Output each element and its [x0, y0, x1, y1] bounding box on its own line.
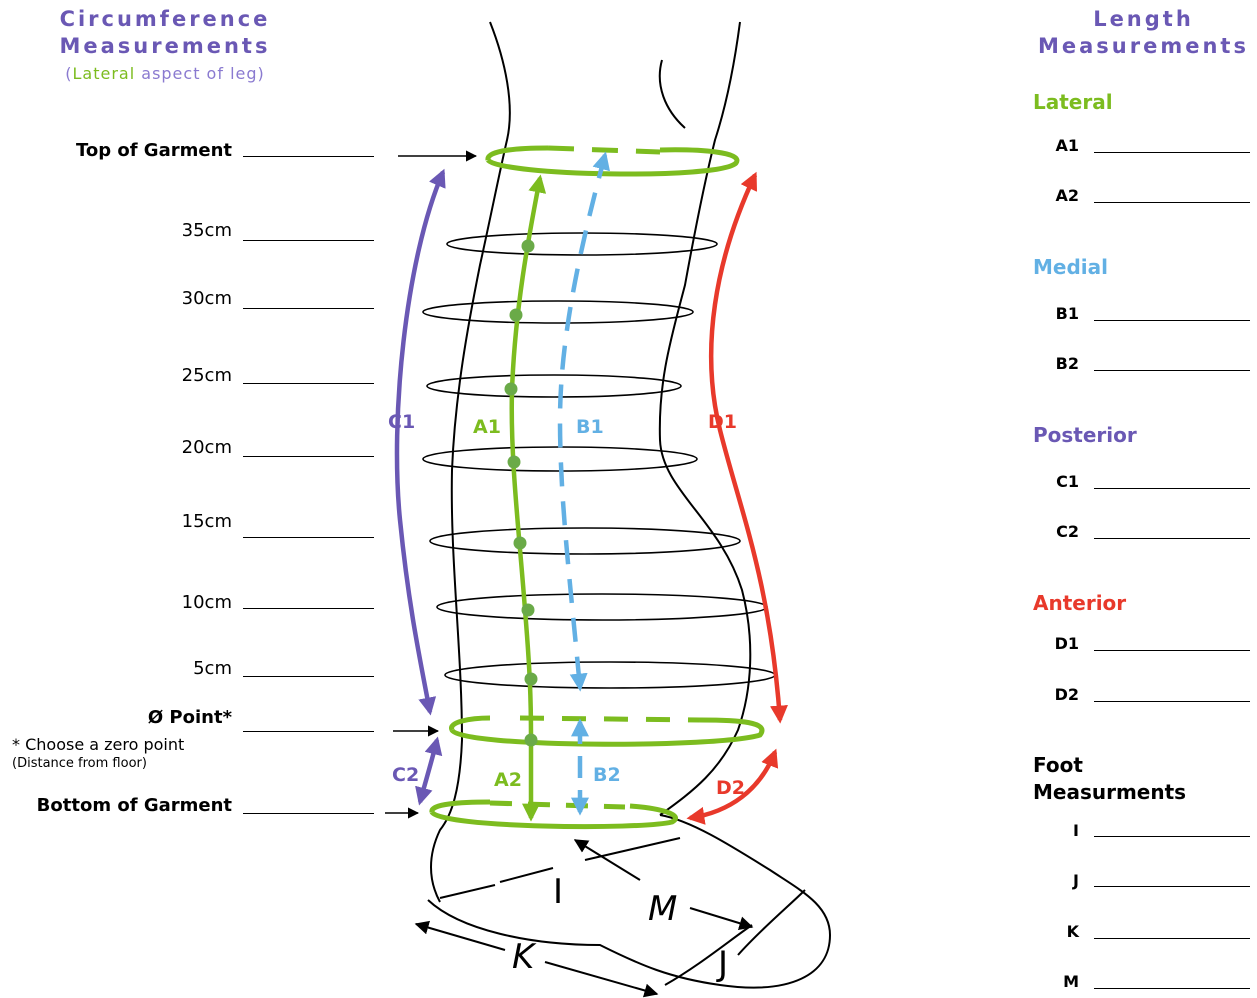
- arrow-c1: [397, 172, 443, 712]
- arrow-k-right: [545, 962, 657, 994]
- knee-contour: [660, 60, 685, 128]
- label-a1: A1: [473, 416, 501, 438]
- lateral-points: [505, 240, 538, 747]
- label-j: J: [716, 944, 728, 984]
- ring-bottom-left: [432, 802, 490, 812]
- ring-zero-solid: [452, 720, 762, 744]
- label-i: I: [553, 872, 563, 912]
- ring-30cm: [423, 301, 693, 323]
- lateral-point: [525, 734, 538, 747]
- label-b2: B2: [593, 764, 621, 786]
- foot-i-left: [440, 885, 495, 898]
- arrow-c2: [420, 740, 437, 802]
- label-m: M: [648, 889, 677, 929]
- label-b1: B1: [576, 416, 604, 438]
- ring-top-solid: [488, 150, 737, 174]
- label-c1: C1: [388, 411, 415, 433]
- label-c2: C2: [392, 764, 419, 786]
- foot-contour: [428, 815, 830, 988]
- lateral-point: [522, 240, 535, 253]
- foot-i-right: [585, 838, 680, 860]
- arrow-d1: [711, 175, 780, 720]
- ring-bottom-dashed: [490, 803, 625, 807]
- label-d2: D2: [716, 777, 745, 799]
- lateral-point: [525, 673, 538, 686]
- ring-bottom-solid: [432, 806, 676, 827]
- circumference-rings: [423, 233, 775, 688]
- lateral-point: [510, 309, 523, 322]
- label-d1: D1: [708, 411, 737, 433]
- ring-15cm: [430, 528, 740, 554]
- label-k: K: [512, 937, 537, 977]
- ring-25cm: [427, 375, 681, 397]
- ring-10cm: [437, 594, 767, 620]
- arrow-m-lower: [690, 908, 752, 927]
- ring-5cm: [445, 662, 775, 688]
- foot-measure-lines: [416, 838, 752, 994]
- foot-i-mid: [500, 868, 553, 882]
- ring-zero-left: [452, 718, 490, 730]
- lateral-point: [508, 456, 521, 469]
- leg-outline: [428, 22, 830, 988]
- label-a2: A2: [494, 769, 522, 791]
- ring-top-left: [488, 148, 548, 160]
- lateral-point: [522, 604, 535, 617]
- lateral-point: [505, 383, 518, 396]
- ring-zero-dashed: [520, 718, 700, 720]
- lateral-point: [514, 537, 527, 550]
- toe-contour: [738, 890, 805, 955]
- garment-rings: [432, 148, 762, 827]
- ring-top-dashed: [548, 148, 660, 152]
- arrow-m-upper: [575, 840, 640, 880]
- arrow-k-left: [416, 924, 505, 950]
